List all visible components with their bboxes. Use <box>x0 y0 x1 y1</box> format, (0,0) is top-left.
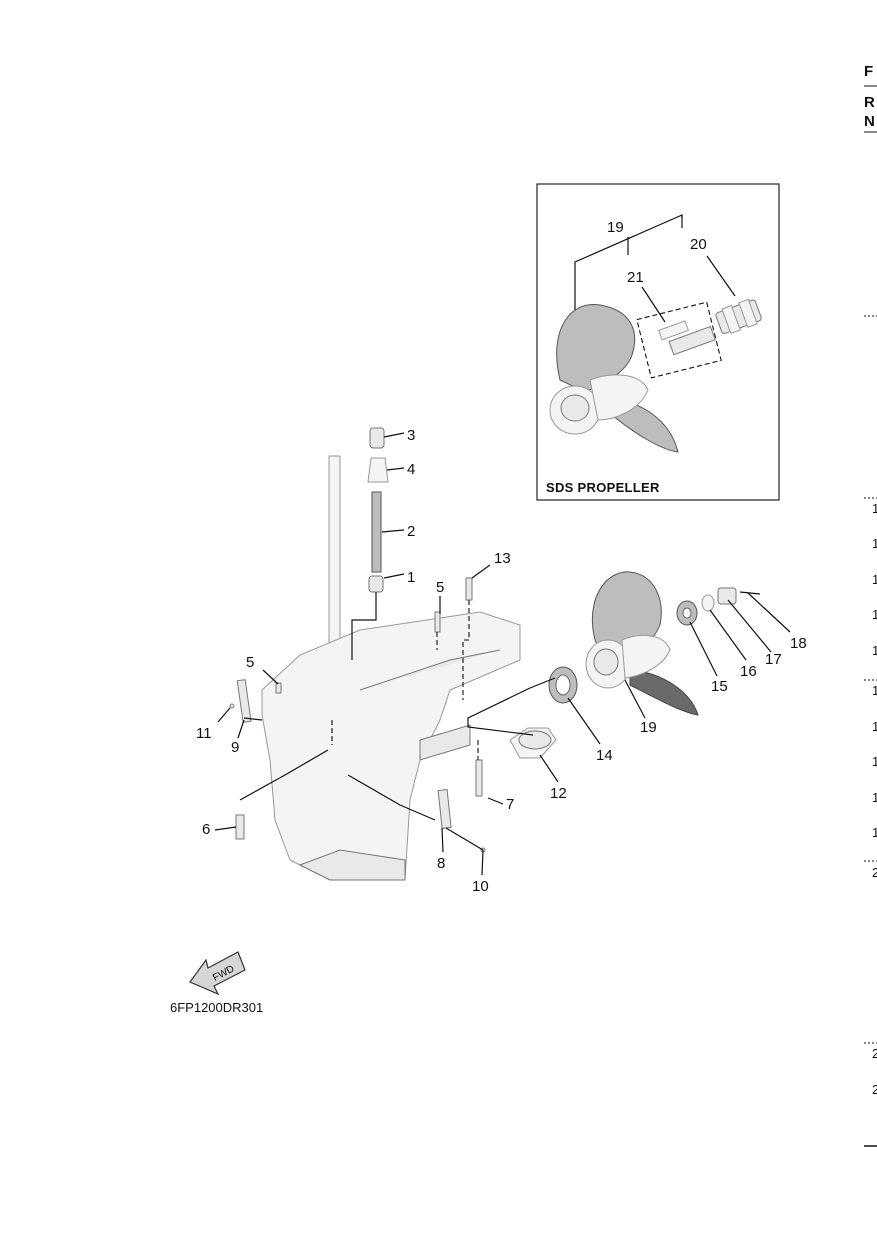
callout-9: 9 <box>231 739 239 756</box>
edge-item: 1 <box>872 754 877 769</box>
callout-16: 16 <box>740 663 757 680</box>
inset-propeller-illustration <box>549 303 679 453</box>
thrust-washer <box>548 666 578 704</box>
right-edge-cropped-column: F R N 1 1 1 1 1 1 1 1 1 1 2 2 2 <box>864 63 877 1147</box>
leader-lines <box>214 432 791 876</box>
fastener-parts <box>229 577 486 853</box>
callout-7: 7 <box>506 796 514 813</box>
callout-10: 10 <box>472 878 489 895</box>
callout-2: 2 <box>407 523 415 540</box>
callout-1: 1 <box>407 569 415 586</box>
edge-item: 2 <box>872 1046 877 1061</box>
lower-unit-illustration <box>261 455 521 881</box>
water-tube-parts <box>367 427 389 593</box>
edge-item: 2 <box>872 865 877 880</box>
callout-20: 19 <box>607 219 624 236</box>
callout-21: 20 <box>690 236 707 253</box>
callout-labels: 1 2 3 4 5 5 6 7 8 9 10 11 12 13 14 15 16… <box>196 427 807 895</box>
callout-3: 3 <box>407 427 415 444</box>
edge-item: 1 <box>872 719 877 734</box>
callout-13: 13 <box>494 550 511 567</box>
edge-item: 1 <box>872 790 877 805</box>
callout-18: 18 <box>790 635 807 652</box>
edge-item: 2 <box>872 1082 877 1097</box>
callout-17: 17 <box>765 651 782 668</box>
diagram-code: 6FP1200DR301 <box>170 1000 263 1015</box>
edge-row-1: R <box>864 94 875 111</box>
callout-22: 21 <box>627 269 644 286</box>
edge-item: 1 <box>872 607 877 622</box>
edge-item: 1 <box>872 501 877 516</box>
propeller-illustration <box>585 571 699 716</box>
callout-8: 8 <box>437 855 445 872</box>
callout-12: 12 <box>550 785 567 802</box>
sds-propeller-inset: 19 20 21 SDS PROPELLER <box>536 183 780 501</box>
edge-item: 1 <box>872 643 877 658</box>
callout-14: 14 <box>596 747 613 764</box>
edge-row-2: N <box>864 113 875 130</box>
callout-5-left: 5 <box>246 654 254 671</box>
edge-item: 1 <box>872 683 877 698</box>
callout-4: 4 <box>407 461 415 478</box>
callout-19: 19 <box>640 719 657 736</box>
edge-item: 1 <box>872 536 877 551</box>
edge-item: 1 <box>872 825 877 840</box>
callout-15: 15 <box>711 678 728 695</box>
callout-6: 6 <box>202 821 210 838</box>
callout-11: 11 <box>196 725 212 742</box>
edge-heading: F <box>864 63 873 80</box>
gear-case-body-illustration <box>261 611 521 881</box>
inset-hub-kit-illustration <box>636 298 762 379</box>
inset-label: SDS PROPELLER <box>546 480 660 495</box>
trim-tab-anode <box>509 727 557 759</box>
fwd-arrow-icon: FWD <box>189 951 246 996</box>
propeller-hardware <box>676 587 761 626</box>
edge-item: 1 <box>872 572 877 587</box>
callout-5-upper: 5 <box>436 579 444 596</box>
